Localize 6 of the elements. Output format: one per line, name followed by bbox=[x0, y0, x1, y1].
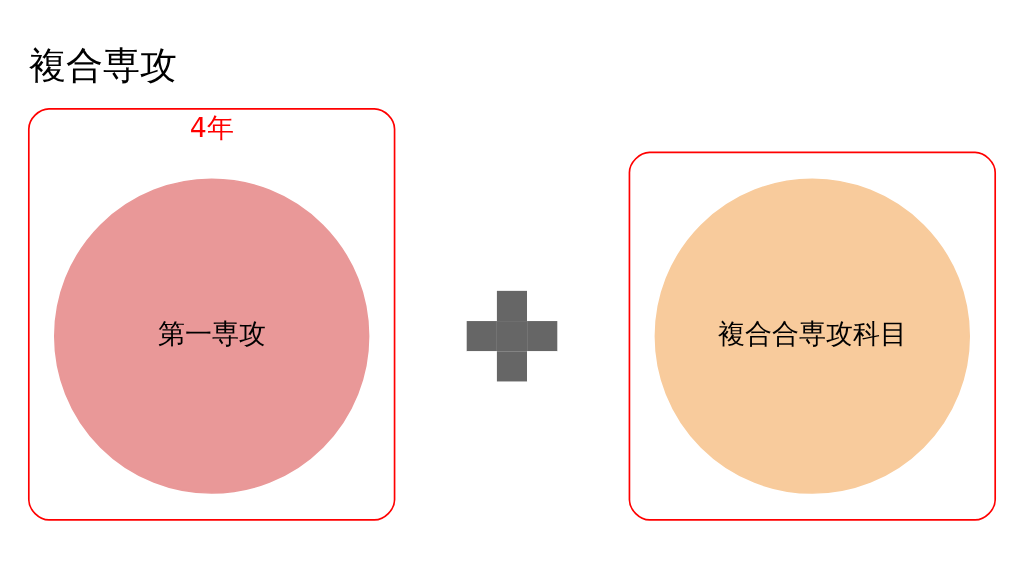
cluster bbox=[628, 151, 997, 521]
diagram-title: 複合専攻 bbox=[28, 43, 177, 87]
node-circle: 第一専攻 bbox=[54, 177, 370, 494]
cluster bbox=[27, 107, 396, 521]
node-label: 4年 bbox=[189, 111, 234, 143]
node-circle: 複合合専攻科目 bbox=[654, 177, 970, 494]
